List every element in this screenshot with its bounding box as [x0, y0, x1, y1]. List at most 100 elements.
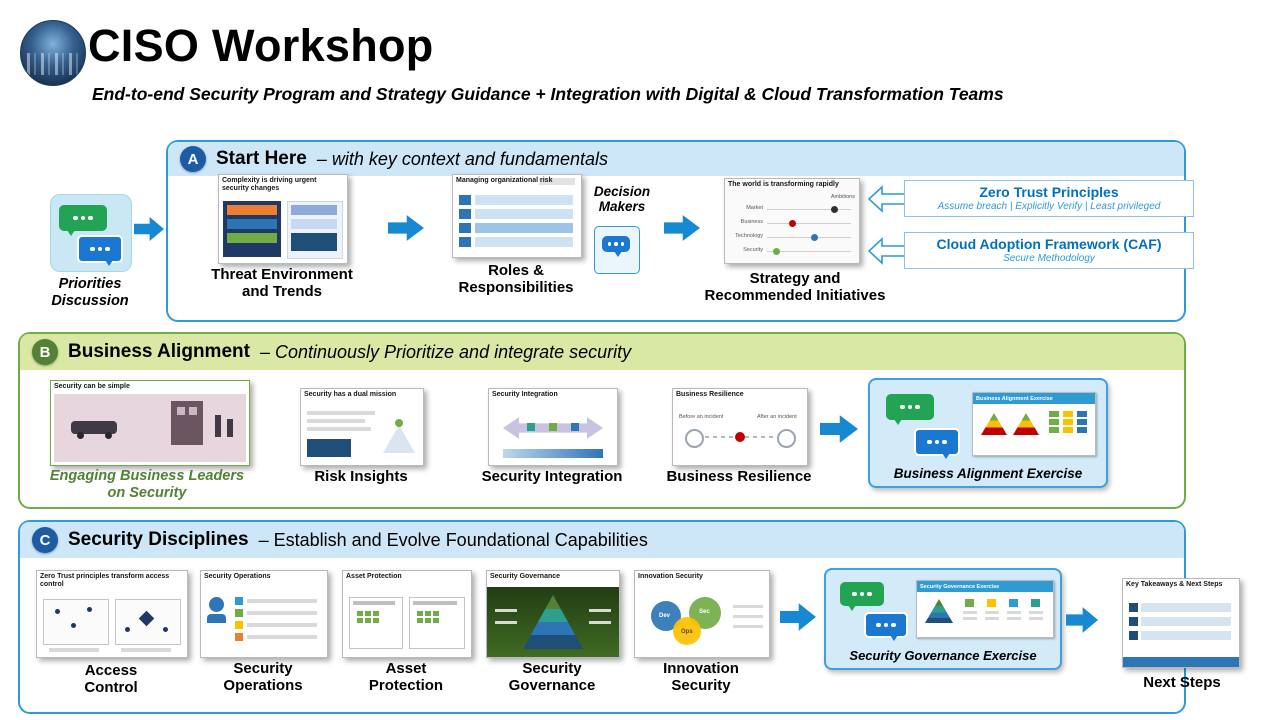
callout-title: Zero Trust Principles — [979, 184, 1119, 200]
section-a-tagline: – with key context and fundamentals — [316, 148, 609, 169]
arrow-left-outline-icon — [868, 236, 906, 265]
mini-slide-security-governance: Security Governance Exercise — [916, 580, 1054, 638]
business-alignment-exercise-box: Business Alignment Exercise Business Ali… — [868, 378, 1108, 488]
caf-box: Cloud Adoption Framework (CAF) Secure Me… — [904, 232, 1194, 270]
thumb-caption: Next Steps — [1143, 674, 1221, 691]
thumb-innovation-security: Innovation Security Dev Sec Ops — [634, 570, 770, 658]
thumb-slide-title: Complexity is driving urgent security ch… — [222, 177, 317, 192]
after-incident-label: After an incident — [757, 414, 797, 420]
arrow-left-outline-icon — [868, 184, 906, 213]
slide-graphic — [635, 571, 769, 657]
section-a-badge: A — [180, 146, 206, 172]
thumb-risk-insights: Security has a dual mission — [300, 388, 424, 466]
section-c-tagline: – Establish and Evolve Foundational Capa… — [258, 529, 648, 550]
venn-label: Ops — [681, 629, 693, 635]
row-label: Security — [743, 247, 763, 253]
thumb-slide-title: Innovation Security — [638, 573, 703, 580]
thumb-next-steps: Key Takeaways & Next Steps — [1122, 578, 1240, 668]
zero-trust-box: Zero Trust Principles Assume breach | Ex… — [904, 180, 1194, 218]
thumb-caption: Business Resilience — [666, 468, 812, 485]
thumb-caption: Roles & Responsibilities — [458, 262, 574, 297]
thumb-asset-protection: Asset Protection — [342, 570, 472, 658]
callout-subtitle: Assume breach | Explicitly Verify | Leas… — [937, 200, 1161, 212]
thumb-roles-responsibilities: Managing organizational risk — [452, 174, 582, 258]
security-governance-exercise-box: Security Governance Exercise Security Go… — [824, 568, 1062, 670]
slide-graphic — [973, 393, 1095, 455]
ciso-logo-icon — [20, 20, 86, 86]
thumb-caption: Security Governance — [508, 660, 596, 695]
thumb-slide-title: Key Takeaways & Next Steps — [1126, 581, 1223, 588]
thumb-caption: Engaging Business Leaders on Security — [49, 468, 245, 501]
slide-graphic — [725, 179, 859, 263]
slide-graphic — [489, 389, 617, 465]
thumb-caption: Threat Environment and Trends — [211, 266, 353, 301]
exercise-caption: Security Governance Exercise — [849, 648, 1037, 663]
slide-graphic — [37, 571, 187, 657]
asset-grid-icon — [417, 611, 439, 623]
priorities-label: Priorities Discussion — [51, 276, 129, 309]
callout-subtitle: Secure Methodology — [1003, 252, 1095, 264]
mini-slide-business-alignment: Business Alignment Exercise — [972, 392, 1096, 456]
zero-trust-callout: Zero Trust Principles Assume breach | Ex… — [868, 180, 1194, 218]
thumb-slide-title: Zero Trust principles transform access c… — [40, 573, 170, 588]
thumb-threat-environment: Complexity is driving urgent security ch… — [218, 174, 348, 264]
venn-label: Dev — [659, 613, 671, 619]
row-label: Business — [740, 219, 763, 225]
thumb-caption: Security Operations — [223, 660, 303, 695]
venn-label: Sec — [699, 609, 710, 615]
page-title: CISO Workshop — [88, 20, 434, 71]
exercise-caption: Business Alignment Exercise — [893, 466, 1083, 481]
flow-arrow-icon — [134, 217, 164, 241]
slide-graphic — [301, 389, 423, 465]
section-c-title: Security Disciplines — [68, 529, 249, 550]
thumb-slide-title: Security has a dual mission — [304, 391, 397, 398]
section-c-header: C Security Disciplines – Establish and E… — [20, 522, 1184, 558]
caf-callout: Cloud Adoption Framework (CAF) Secure Me… — [868, 232, 1194, 270]
decision-makers-label: Decision Makers — [593, 184, 651, 215]
slide-graphic — [343, 571, 471, 657]
slide-graphic — [453, 175, 581, 257]
decision-makers-chat-icon — [594, 226, 640, 274]
section-b-title: Business Alignment — [68, 341, 250, 362]
before-incident-label: Before an incident — [679, 414, 724, 420]
thumb-slide-title: Asset Protection — [346, 573, 402, 580]
thumb-caption: Innovation Security — [663, 660, 739, 695]
asset-grid-icon — [357, 611, 379, 623]
section-b-badge: B — [32, 339, 58, 365]
slide-graphic — [219, 175, 347, 263]
thumb-security-operations: Security Operations — [200, 570, 328, 658]
slide-graphic — [673, 389, 807, 465]
section-a-title: Start Here — [216, 148, 307, 169]
thumb-security-integration: Security Integration — [488, 388, 618, 466]
thumb-caption: Strategy and Recommended Initiatives — [704, 270, 886, 305]
priorities-chat-icon — [50, 194, 132, 272]
row-label: Technology — [735, 233, 763, 239]
thumb-slide-title: Business Resilience — [676, 391, 744, 398]
slide-graphic — [917, 581, 1053, 637]
thumb-business-resilience: Business Resilience Before an incident A… — [672, 388, 808, 466]
thumb-slide-title: Security can be simple — [54, 383, 130, 390]
thumb-strategy: The world is transforming rapidly Ambiti… — [724, 178, 860, 264]
thumb-slide-title: Security Operations — [204, 573, 271, 580]
row-label: Market — [746, 205, 763, 211]
section-a-start-here: A Start Here – with key context and fund… — [166, 140, 1186, 322]
thumb-engaging-business-leaders: Security can be simple — [50, 380, 250, 466]
mini-slide-title: Security Governance Exercise — [917, 581, 1053, 592]
thumb-slide-title: The world is transforming rapidly — [728, 181, 839, 188]
section-b-header: B Business Alignment – Continuously Prio… — [20, 334, 1184, 370]
ambitions-label: Ambitions — [830, 194, 855, 200]
thumb-caption: Security Integration — [481, 468, 623, 485]
slide-graphic — [1123, 579, 1239, 667]
thumb-access-control: Zero Trust principles transform access c… — [36, 570, 188, 658]
slide-graphic — [201, 571, 327, 657]
section-b-tagline: – Continuously Prioritize and integrate … — [259, 341, 632, 362]
slide-graphic — [51, 381, 249, 465]
section-c-badge: C — [32, 527, 58, 553]
section-a-header: A Start Here – with key context and fund… — [168, 142, 1184, 176]
page-subtitle: End-to-end Security Program and Strategy… — [92, 84, 1004, 104]
thumb-caption: Risk Insights — [314, 468, 408, 485]
thumb-slide-title: Security Governance — [490, 573, 561, 580]
thumb-caption: Asset Protection — [368, 660, 444, 695]
callout-title: Cloud Adoption Framework (CAF) — [936, 236, 1162, 252]
